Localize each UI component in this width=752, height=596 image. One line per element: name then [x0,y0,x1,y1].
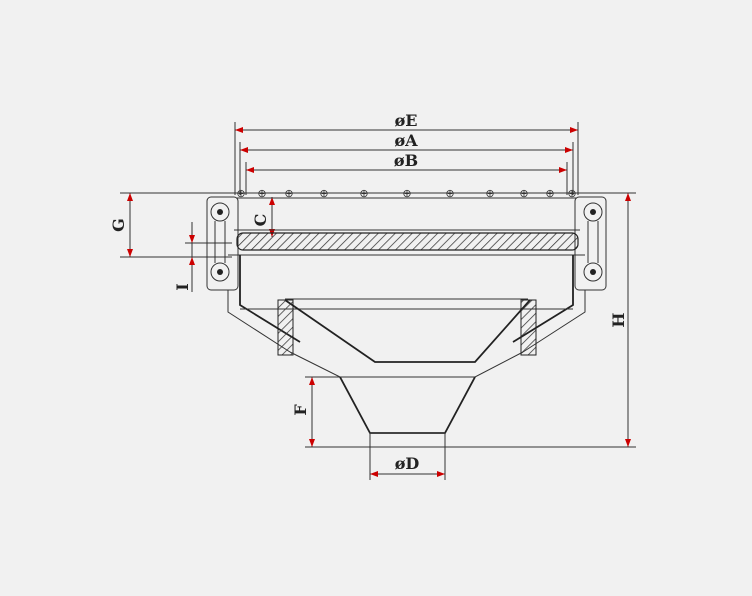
hopper-body: ⊕ ⊕ ⊕ ⊕ ⊕ ⊕ ⊕ ⊕ ⊕ ⊕ ⊕ [206,188,607,448]
dimension-lines [120,122,636,480]
svg-text:⊕: ⊕ [402,188,411,200]
dimension-arrows [127,127,631,477]
svg-text:⊕: ⊕ [319,188,328,200]
label-i: I [173,283,192,290]
svg-text:⊕: ⊕ [519,188,528,200]
svg-text:⊕: ⊕ [284,188,293,200]
svg-text:⊕: ⊕ [359,188,368,200]
svg-text:⊕: ⊕ [445,188,454,200]
bolt-row: ⊕ ⊕ ⊕ ⊕ ⊕ ⊕ ⊕ ⊕ ⊕ ⊕ ⊕ [236,188,576,200]
svg-text:⊕: ⊕ [257,188,266,200]
label-h: H [609,312,628,327]
label-dia-a: øA [394,131,418,150]
svg-text:⊕: ⊕ [236,188,245,200]
label-dia-b: øB [394,151,418,170]
svg-text:⊕: ⊕ [485,188,494,200]
label-f: F [291,404,310,416]
label-g: G [109,218,128,232]
svg-text:⊕: ⊕ [567,188,576,200]
svg-text:⊕: ⊕ [545,188,554,200]
label-c: C [251,214,270,227]
label-dia-e: øE [395,111,418,130]
label-dia-d: øD [395,454,420,473]
